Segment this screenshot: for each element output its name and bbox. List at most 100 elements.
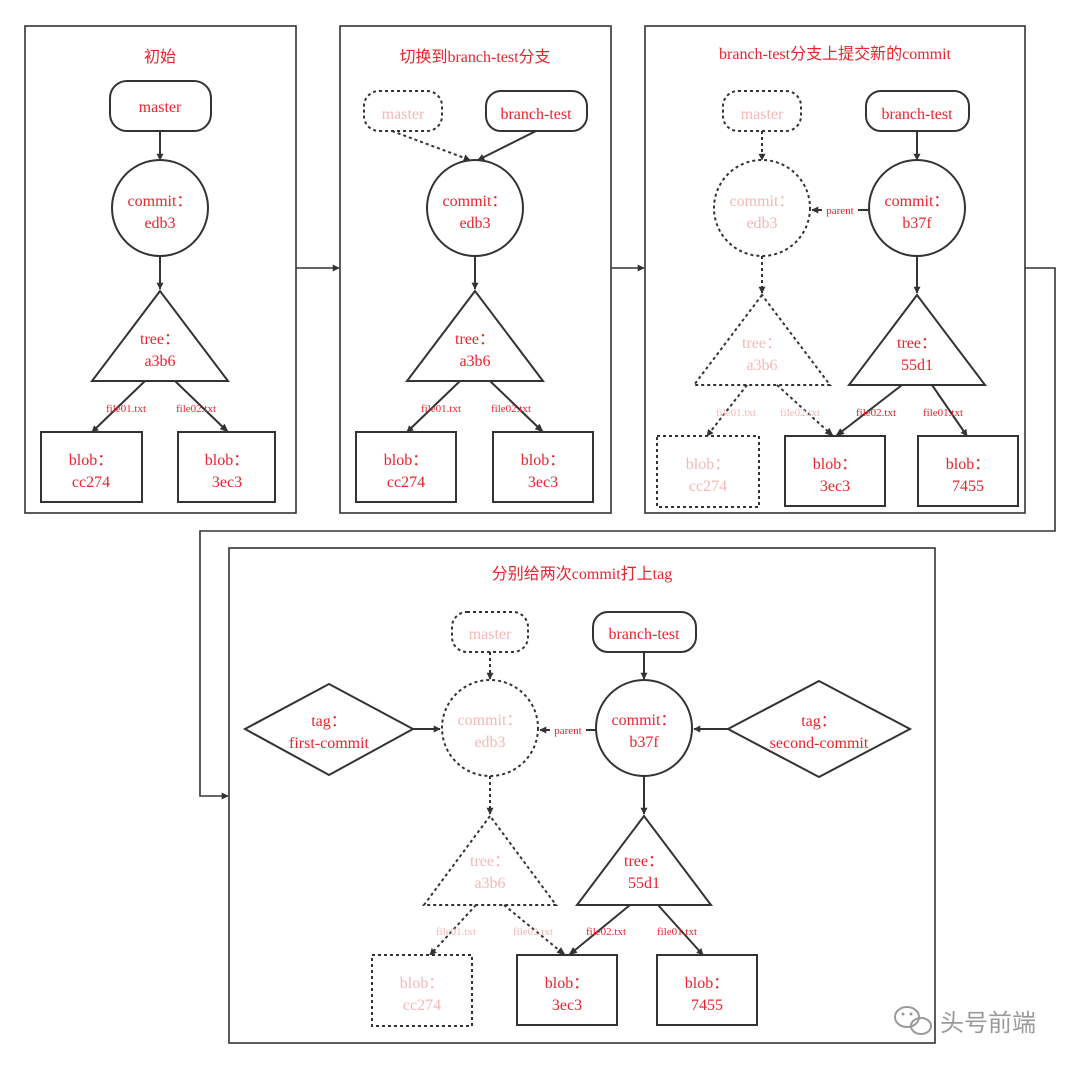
edge-label-file01: file01.txt [923, 407, 963, 419]
edge-label-file01: file01.txt [716, 407, 756, 419]
edge-tree-blob-3ec3-new [835, 384, 903, 437]
panel-frame [644, 25, 1026, 514]
commit-edb3-faded [713, 159, 811, 257]
blob-cc274 [355, 431, 457, 503]
commit-label: commit： [443, 193, 508, 210]
commit-hash: edb3 [474, 734, 505, 751]
panel-title: 初始 [144, 48, 176, 66]
tag-label: tag： [311, 713, 347, 730]
ref-master-faded [363, 90, 443, 132]
edge-label-file02: file02.txt [513, 926, 553, 938]
edge-label-bg [822, 203, 858, 217]
commit-label: commit： [128, 193, 193, 210]
edge-label-parent: parent [554, 725, 581, 737]
edge-label-file02: file02.txt [586, 926, 626, 938]
tag-label: tag： [801, 713, 837, 730]
edge-label-file01: file01.txt [421, 403, 461, 415]
edge-label-file02: file02.txt [780, 407, 820, 419]
edge-label-file01: file01.txt [436, 926, 476, 938]
blob-label: blob： [946, 456, 990, 473]
commit-label: commit： [458, 712, 523, 729]
edge-label-file02: file02.txt [491, 403, 531, 415]
panel-checkout-branch: 切换到branch-test分支 master branch-test comm… [339, 25, 612, 514]
tree-hash: 55d1 [901, 357, 933, 374]
edge-tree-blob-3ec3 [489, 380, 544, 433]
ref-branch-test [485, 90, 588, 132]
commit-label: commit： [730, 193, 795, 210]
panel-frame [339, 25, 612, 514]
blob-cc274-faded [371, 954, 473, 1027]
tree-hash: 55d1 [628, 875, 660, 892]
tree-label: tree： [897, 335, 937, 352]
tree-55d1 [846, 293, 988, 386]
edge-master-commit [391, 130, 471, 162]
blob-label: blob： [384, 452, 428, 469]
watermark: 头号前端 [894, 1006, 1036, 1037]
watermark-text: 头号前端 [940, 1009, 1036, 1037]
edge-label-file02: file02.txt [176, 403, 216, 415]
tree-hash: a3b6 [144, 353, 175, 370]
ref-master-label: master [741, 106, 784, 123]
edge-tree-blob-7455 [931, 384, 968, 437]
commit-edb3-faded [441, 679, 539, 777]
edge-label-bg [550, 723, 586, 737]
tree-hash: a3b6 [474, 875, 505, 892]
edge-tree-blob-3ec3-new [568, 904, 631, 956]
flow-connector [199, 267, 1056, 800]
edge-tree-blob-3ec3-old [503, 904, 566, 956]
blob-hash: cc274 [387, 474, 425, 491]
wechat-icon [894, 1006, 932, 1035]
edge-tree-blob-cc274 [91, 380, 146, 433]
blob-label: blob： [813, 456, 857, 473]
tree-label: tree： [742, 335, 782, 352]
edge-label-file01: file01.txt [106, 403, 146, 415]
edge-tree-blob-cc274 [706, 384, 748, 437]
panel-title: 切换到branch-test分支 [399, 48, 550, 66]
blob-label: blob： [686, 456, 730, 473]
blob-3ec3 [177, 431, 276, 503]
tree-a3b6 [404, 289, 546, 382]
tree-label: tree： [470, 853, 510, 870]
tree-label: tree： [455, 331, 495, 348]
tree-hash: a3b6 [459, 353, 490, 370]
blob-label: blob： [69, 452, 113, 469]
tag-second-commit [725, 679, 913, 779]
panel-title: branch-test分支上提交新的commit [719, 45, 952, 63]
blob-hash: 3ec3 [820, 478, 850, 495]
commit-hash: b37f [629, 734, 659, 751]
blob-cc274 [40, 431, 143, 503]
commit-hash: edb3 [144, 215, 175, 232]
commit-hash: edb3 [746, 215, 777, 232]
ref-master-faded [451, 611, 529, 653]
commit-label: commit： [885, 193, 950, 210]
edge-tree-blob-cc274 [406, 380, 461, 433]
panel-frame [24, 25, 297, 514]
blob-7455 [656, 954, 758, 1026]
blob-label: blob： [521, 452, 565, 469]
blob-hash: cc274 [72, 474, 110, 491]
ref-branch-label: branch-test [608, 626, 680, 643]
blob-label: blob： [205, 452, 249, 469]
tree-a3b6 [89, 289, 231, 382]
edge-tree-blob-7455 [657, 904, 704, 956]
edge-label-parent: parent [826, 205, 853, 217]
panel-frame [228, 547, 936, 1044]
blob-3ec3 [784, 435, 886, 507]
blob-hash: 7455 [691, 997, 723, 1014]
ref-master-label: master [382, 106, 425, 123]
edge-label-file01: file01.txt [657, 926, 697, 938]
panel-title: 分别给两次commit打上tag [492, 565, 672, 583]
tag-first-commit [242, 682, 416, 777]
panel-new-commit: branch-test分支上提交新的commit master branch-t… [644, 25, 1026, 514]
panel-tags: 分别给两次commit打上tag master branch-test tag：… [228, 547, 936, 1044]
tree-a3b6-faded [691, 293, 833, 386]
tree-hash: a3b6 [746, 357, 777, 374]
blob-cc274-faded [656, 435, 760, 508]
blob-hash: 3ec3 [212, 474, 242, 491]
blob-hash: 3ec3 [552, 997, 582, 1014]
tag-name: first-commit [289, 735, 370, 752]
tag-name: second-commit [770, 735, 869, 752]
blob-3ec3 [516, 954, 618, 1026]
blob-label: blob： [545, 975, 589, 992]
